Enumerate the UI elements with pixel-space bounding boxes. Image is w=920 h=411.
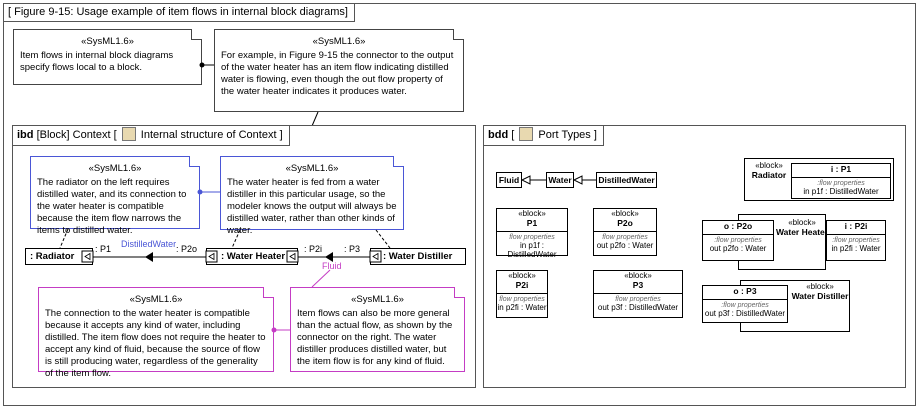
anchor-distiller-note [375,229,391,249]
part-radiator[interactable]: : Radiator [25,248,93,265]
note-radiator[interactable]: «SysML1.6» The radiator on the left requ… [30,156,200,236]
note-text: The radiator on the left requires distil… [37,177,187,236]
note-text: The connection to the water heater is co… [45,308,266,379]
ibd-tab-post: Internal structure of Context ] [140,128,283,141]
water-heater-label: «block» Water Heater [775,218,829,237]
item-flow-distilled: DistilledWater [121,239,177,249]
port-arrow [208,252,215,261]
port-arrow [289,252,296,261]
item-flow-fluid: Fluid [322,261,342,271]
bdd-tab-pre: [ [511,128,515,141]
note-stereotype: «SysML1.6» [285,163,339,174]
water-distiller-label: «block» Water Distiller [791,282,849,301]
port-arrow [372,252,379,261]
ibd-tab-pre: [Block] Context [ [36,128,117,141]
note-item-flows[interactable]: «SysML1.6» Item flows in internal block … [13,29,202,85]
note-fold [393,156,404,167]
note-stereotype: «SysML1.6» [351,294,404,305]
note-text: Item flows can also be more general than… [297,308,453,367]
diagram-icon [519,127,534,141]
note-general[interactable]: «SysML1.6» Item flows can also be more g… [290,287,465,372]
item-flow-arrow [325,252,333,262]
port-label-p2i: : P2i [304,244,323,254]
anchor-radiator-note [59,228,69,249]
block-radiator[interactable]: «block» Radiator i : P1 :flow properties… [744,158,894,201]
anchor-magenta-fluid [311,269,331,288]
note-heater[interactable]: «SysML1.6» The water heater is fed from … [220,156,404,236]
bdd-kind: bdd [488,128,509,141]
item-flow-arrow [145,252,153,262]
note-example[interactable]: «SysML1.6» For example, in Figure 9-15 t… [214,29,464,112]
port-label-p2o: : P2o [176,244,198,254]
note-text: For example, in Figure 9-15 the connecto… [221,50,454,97]
note-stereotype: «SysML1.6» [88,163,142,174]
note-fold [189,156,200,167]
note-fold [453,29,464,40]
note-fold [191,29,202,40]
port-label-p1: : P1 [95,244,112,254]
ibd-kind: ibd [17,128,34,141]
block-water[interactable]: Water [546,172,574,188]
diagram-icon [121,127,136,141]
note-stereotype: «SysML1.6» [129,294,183,305]
bdd-tab: bdd [ Port Types ] [484,126,604,146]
note-stereotype: «SysML1.6» [81,36,134,47]
ibd-tab: ibd [Block] Context [ Internal structure… [13,126,290,146]
note-fold [263,287,274,298]
port-label-p3: : P3 [344,244,361,254]
note-text: Item flows in internal block diagrams sp… [20,50,174,73]
port-arrow [84,252,91,261]
anchor-heater-note [231,229,241,249]
figure-title: [ Figure 9-15: Usage example of item flo… [4,4,355,22]
note-stereotype: «SysML1.6» [312,36,366,47]
note-fold [454,287,465,298]
bdd-tab-post: Port Types ] [538,128,597,141]
block-distilled-water[interactable]: DistilledWater [596,172,657,188]
note-compat[interactable]: «SysML1.6» The connection to the water h… [38,287,274,379]
